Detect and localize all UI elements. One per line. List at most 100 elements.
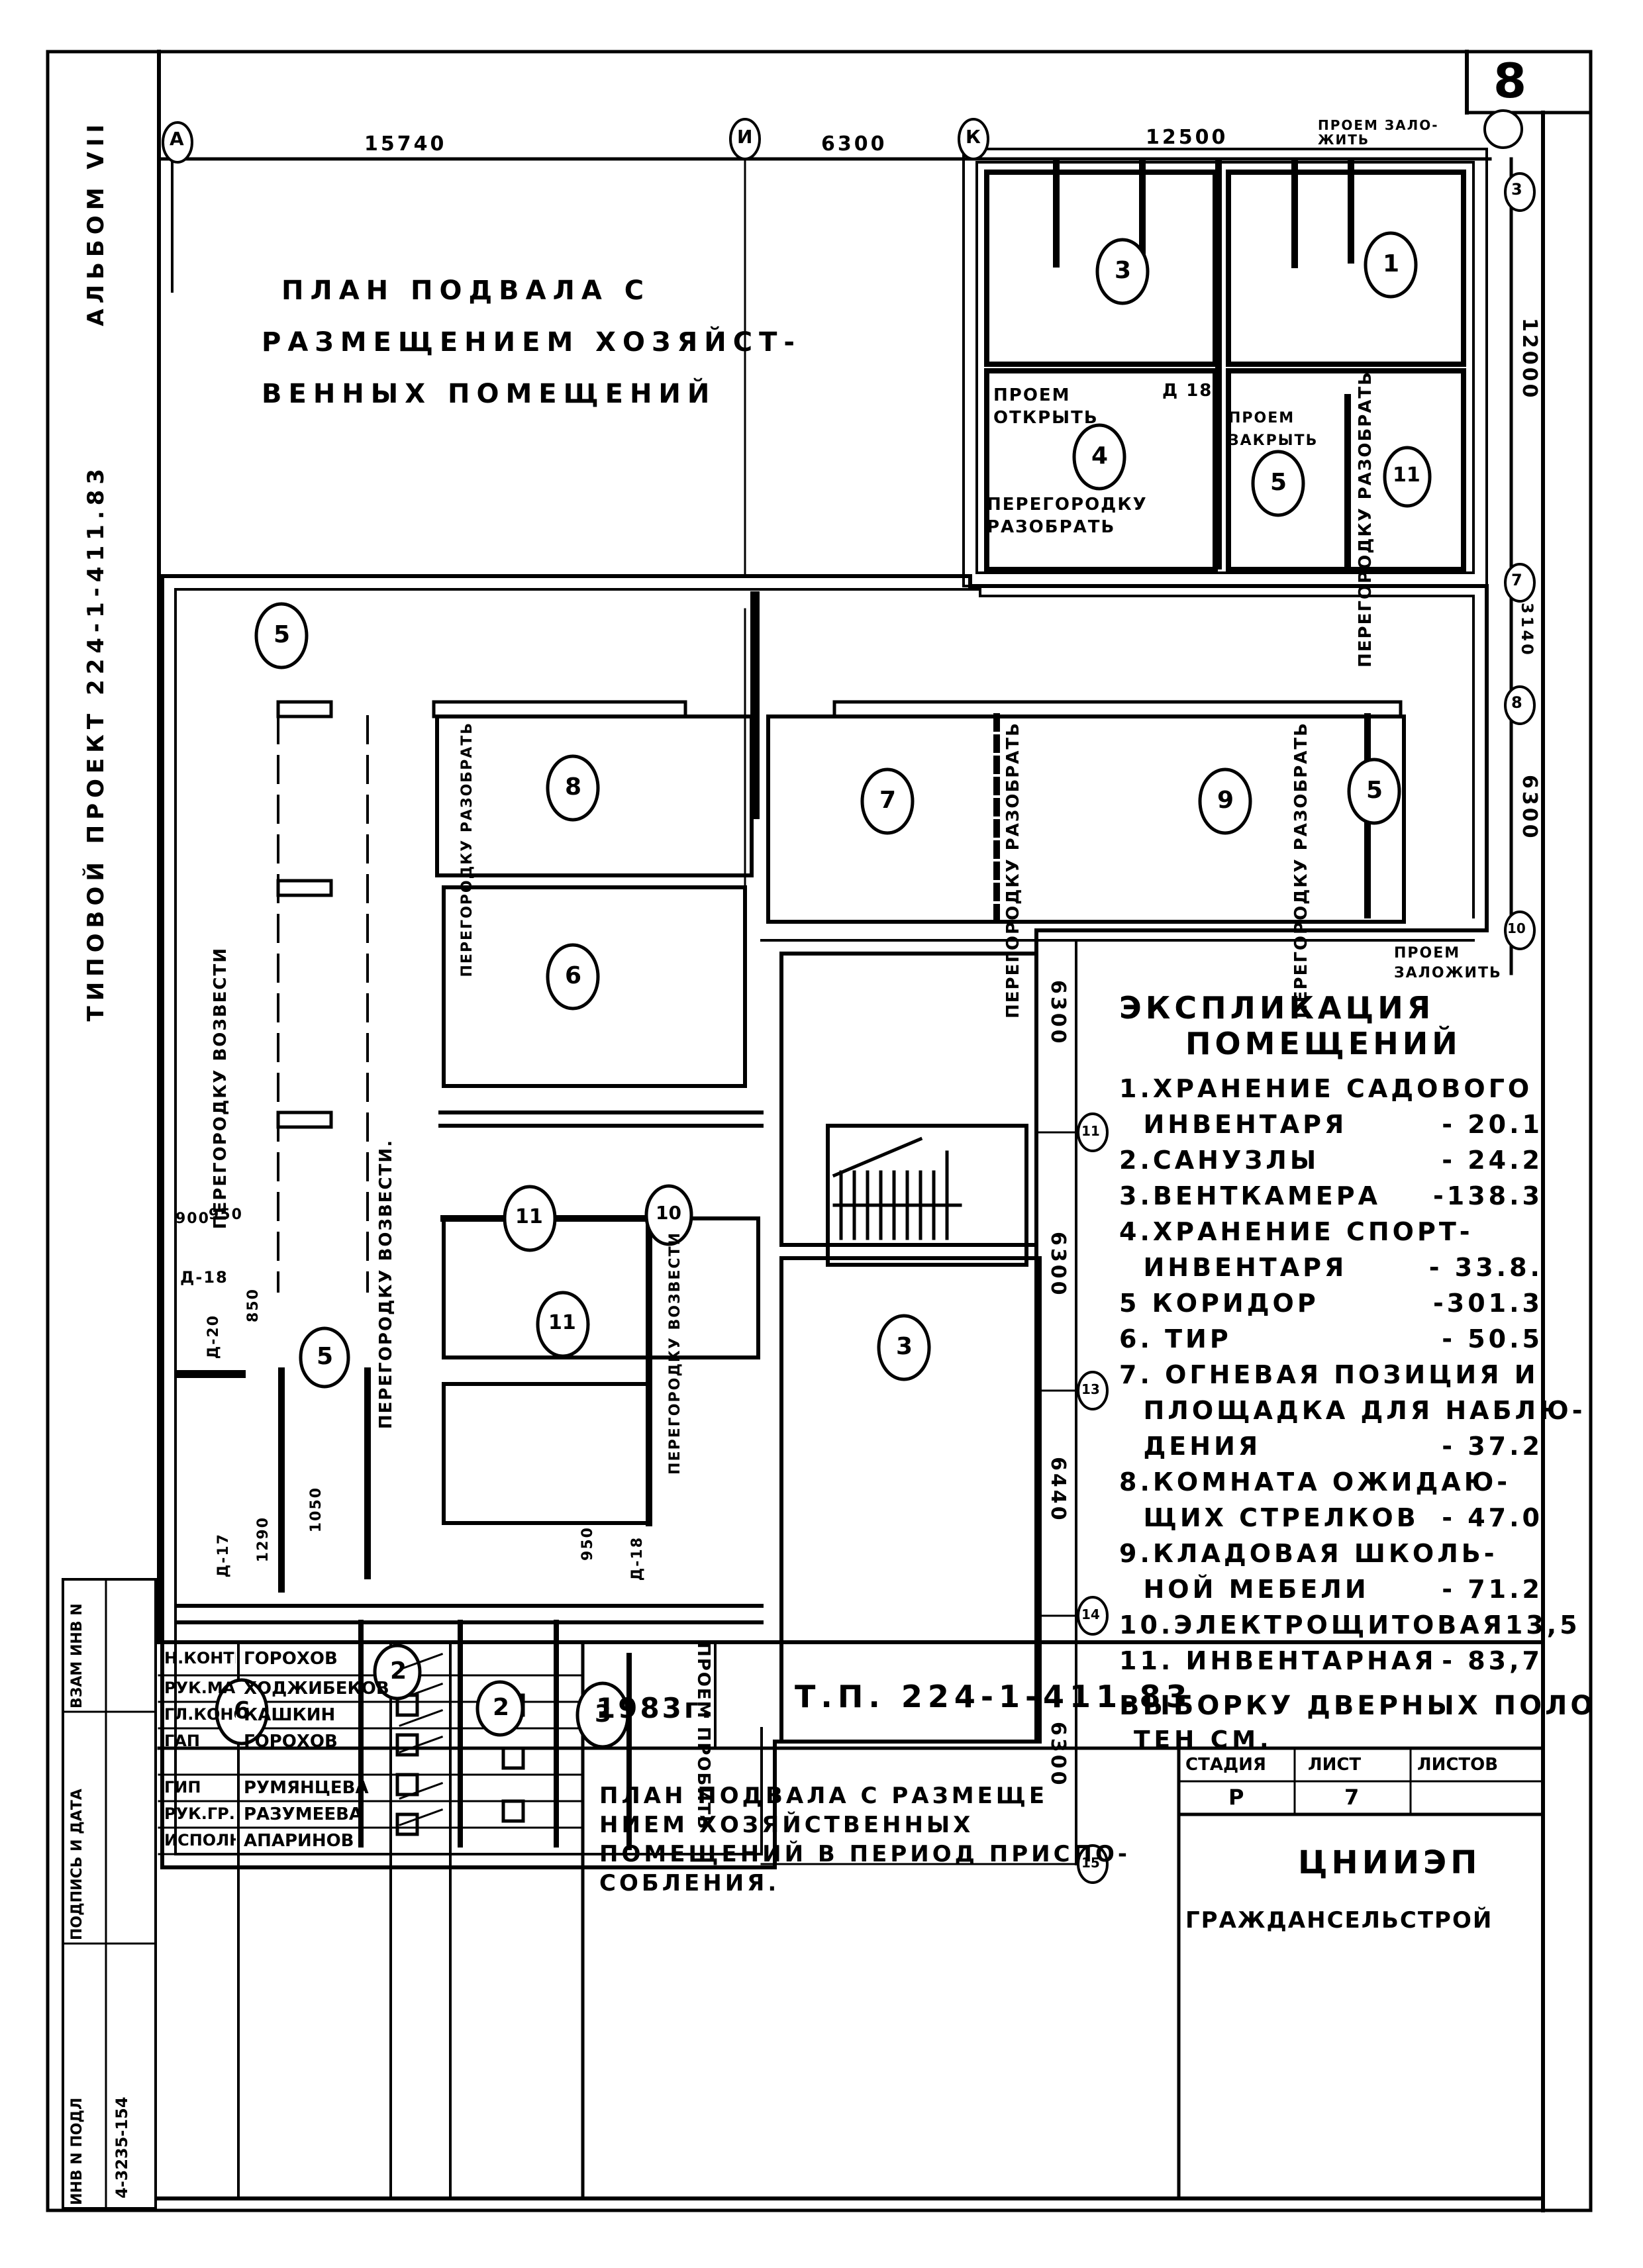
legend-line: 5 КОРИДОР-301.3 — [1119, 1285, 1543, 1321]
stamp-header-original-inv: ИНВ N ПОДЛ — [69, 2097, 85, 2205]
stage-header: СТАДИЯ — [1185, 1755, 1266, 1775]
legend-line-label: 6. ТИР — [1119, 1324, 1232, 1354]
dim-1050: 1050 — [308, 1487, 324, 1533]
dim-950-b: 950 — [579, 1526, 596, 1561]
album-label: АЛЬБОМ VII — [83, 119, 109, 326]
axis-label-a: А — [170, 128, 184, 150]
top-dim-3: 12500 — [1146, 126, 1228, 149]
axis-marker-a — [162, 121, 193, 164]
axis-marker-3 — [1504, 172, 1536, 212]
note-opening-punch: ПРОЕМ ПРОБИТЬ — [693, 1642, 713, 1830]
legend-line-label: 9.КЛАДОВАЯ ШКОЛЬ- — [1119, 1539, 1498, 1568]
axis-label-k: К — [966, 126, 981, 148]
legend-line: ЩИХ СТРЕЛКОВ- 47.0 — [1119, 1500, 1543, 1536]
legend-line-area: 13,5 — [1505, 1610, 1581, 1640]
room-number-3-main: 3 — [896, 1333, 913, 1360]
title-block-role: РУК.МАС — [164, 1679, 236, 1697]
plan-title-line-3: ВЕННЫХ ПОМЕЩЕНИЙ — [262, 379, 717, 409]
sheet-number: 8 — [1493, 53, 1527, 109]
room-number-3-upper: 3 — [1115, 257, 1132, 284]
room-marker-11-lower — [536, 1291, 590, 1358]
legend-line: 3.ВЕНТКАМЕРА-138.3 — [1119, 1178, 1543, 1214]
room-6-upper-walls — [442, 885, 747, 1088]
room-number-10: 10 — [656, 1202, 681, 1224]
legend: ЭКСПЛИКАЦИЯ ПОМЕЩЕНИЙ 1.ХРАНЕНИЕ САДОВОГ… — [1119, 990, 1596, 1753]
room-marker-11-mid — [503, 1185, 557, 1252]
legend-line-area: - 83,7 — [1442, 1646, 1543, 1675]
title-block-role: Н.КОНТР — [164, 1649, 236, 1667]
room-number-4: 4 — [1091, 442, 1109, 469]
note-partition-build-10: ПЕРЕГОРОДКУ ВОЗВЕСТИ — [667, 1232, 683, 1475]
description-line-1: ПЛАН ПОДВАЛА С РАЗМЕЩЕ — [599, 1783, 1048, 1809]
legend-line-area: - 20.1 — [1442, 1110, 1543, 1139]
org-name: ЦНИИЭП — [1298, 1844, 1481, 1881]
title-block-year: 1983г. — [596, 1692, 715, 1724]
right-dim-2: 3140 — [1518, 603, 1536, 658]
room-number-5-upper: 5 — [1270, 469, 1287, 496]
stamp-header-signature-date: ПОДПИСЬ И ДАТА — [69, 1789, 85, 1940]
axis-label-10: 10 — [1507, 920, 1526, 936]
org-subname: ГРАЖДАНСЕЛЬСТРОЙ — [1185, 1907, 1493, 1934]
project-label: ТИПОВОЙ ПРОЕКТ 224-1-411.83 — [83, 464, 109, 1022]
room-1-walls — [1226, 170, 1466, 367]
legend-line-area: - 37.2 — [1442, 1432, 1543, 1461]
room-number-6-upper: 6 — [565, 962, 582, 989]
dim-850: 850 — [245, 1288, 262, 1322]
legend-line: 9.КЛАДОВАЯ ШКОЛЬ- — [1119, 1536, 1543, 1571]
legend-line: 4.ХРАНЕНИЕ СПОРТ- — [1119, 1214, 1543, 1250]
dim-1290: 1290 — [255, 1516, 272, 1563]
legend-line-label: НОЙ МЕБЕЛИ — [1119, 1575, 1369, 1604]
legend-line: ИНВЕНТАРЯ- 33.8. — [1119, 1250, 1543, 1285]
room-number-2-b: 2 — [493, 1694, 510, 1721]
axis-marker-15 — [1077, 1844, 1109, 1884]
legend-line-area: - 47.0 — [1442, 1503, 1543, 1532]
axis-marker-i — [729, 118, 761, 160]
note-opening-close-5: ПРОЕМ ЗАКРЫТЬ — [1228, 410, 1319, 449]
stage-value: Р — [1228, 1785, 1244, 1810]
title-block-name: КАШКИН — [244, 1705, 336, 1725]
lower-dim-2: 6300 — [1046, 1232, 1070, 1298]
title-block-description: ПЛАН ПОДВАЛА С РАЗМЕЩЕ НИЕМ ХОЗЯЙСТВЕННЫ… — [599, 1781, 1130, 1898]
lower-dim-4: 6300 — [1046, 1722, 1070, 1788]
title-block-name: АПАРИНОВ — [244, 1831, 354, 1851]
sheet-header: ЛИСТ — [1308, 1755, 1362, 1775]
note-opening-open: ПРОЕМ ОТКРЫТЬ — [993, 385, 1099, 428]
axis-label-13: 13 — [1081, 1381, 1100, 1397]
legend-line: ПЛОЩАДКА ДЛЯ НАБЛЮ- — [1119, 1393, 1582, 1428]
axis-label-14: 14 — [1081, 1606, 1100, 1622]
legend-line: ДЕНИЯ - 37.2 — [1119, 1428, 1543, 1464]
description-line-4: СОБЛЕНИЯ. — [599, 1870, 780, 1897]
legend-line: 8.КОМНАТА ОЖИДАЮ- — [1119, 1464, 1543, 1500]
sheet-frame — [46, 50, 1593, 2212]
door-mark-a18-lower: Д-18 — [629, 1536, 646, 1581]
room-marker-6-upper — [546, 943, 600, 1011]
axis-marker-10 — [1504, 911, 1536, 950]
staircase — [826, 1124, 1028, 1267]
sheet-value: 7 — [1344, 1785, 1360, 1810]
legend-line-label: ДЕНИЯ — [1119, 1432, 1262, 1461]
room-number-6-lower: 6 — [234, 1697, 251, 1724]
room-3-walls — [779, 1256, 1042, 1744]
note-partition-remove-7: ПЕРЕГОРОДКУ РАЗОБРАТЬ — [1003, 722, 1023, 1018]
note-partition-remove-4: ПЕРЕГОРОДКУ РАЗОБРАТЬ — [987, 495, 1148, 537]
axis-marker-k — [958, 118, 989, 160]
note-door-a18: Д 18 — [1162, 381, 1213, 401]
room-number-2-a: 2 — [390, 1657, 407, 1685]
legend-footnote-2: ТЕН СМ. — [1134, 1726, 1273, 1753]
note-opening-close-top: ПРОЕМ ЗАЛО-ЖИТЬ — [1318, 117, 1439, 148]
note-partition-build-mid: ПЕРЕГОРОДКУ ВОЗВЕСТИ. — [376, 1139, 396, 1430]
legend-line: 11. ИНВЕНТАРНАЯ- 83,7 — [1119, 1643, 1543, 1679]
legend-line-label: 7. ОГНЕВАЯ ПОЗИЦИЯ И — [1119, 1360, 1539, 1389]
title-block-name: РУМЯНЦЕВА — [244, 1778, 369, 1798]
note-partition-build-left: ПЕРЕГОРОДКУ ВОЗВЕСТИ — [211, 947, 230, 1230]
plan-title: ПЛАН ПОДВАЛА С РАЗМЕЩЕНИЕМ ХОЗЯЙСТ- ВЕНН… — [262, 265, 801, 420]
room-marker-4 — [1072, 423, 1126, 491]
sheets-header: ЛИСТОВ — [1417, 1755, 1499, 1775]
description-line-2: НИЕМ ХОЗЯЙСТВЕННЫХ — [599, 1812, 974, 1838]
room-number-5-left: 5 — [274, 621, 291, 648]
room-marker-3-lower — [575, 1681, 630, 1749]
legend-line: 2.САНУЗЛЫ- 24.2 — [1119, 1142, 1543, 1178]
lower-dim-3: 6440 — [1046, 1457, 1070, 1523]
legend-line-label: 3.ВЕНТКАМЕРА — [1119, 1181, 1381, 1210]
room-number-8: 8 — [565, 773, 582, 801]
